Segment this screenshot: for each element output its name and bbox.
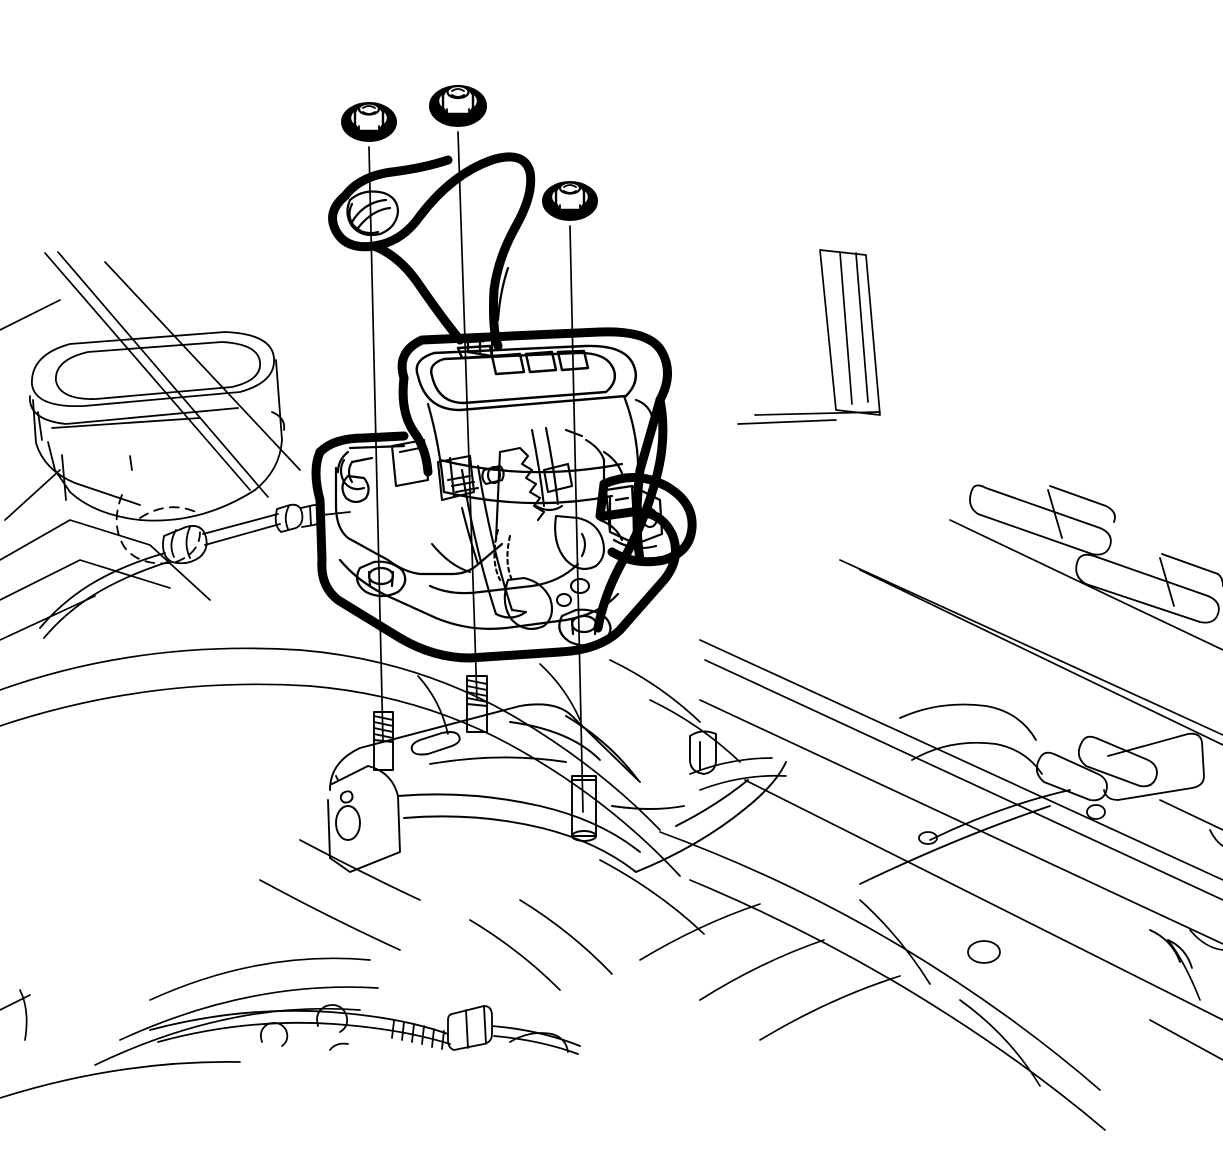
alignment-line-right	[569, 225, 584, 813]
stud-center	[466, 675, 488, 733]
shift-mechanism-detail	[339, 426, 626, 630]
nut-right	[542, 181, 598, 221]
nut-left	[341, 102, 397, 142]
shift-cable	[39, 503, 351, 639]
tunnel-detail	[259, 659, 1041, 1087]
stud-right	[571, 775, 597, 842]
center-console-bin	[29, 331, 286, 565]
stud-left	[373, 711, 394, 771]
cable-bracket	[595, 472, 697, 567]
threaded-studs	[373, 675, 597, 842]
shift-control-base	[311, 431, 681, 663]
alignment-line-center	[457, 131, 478, 701]
wire-harness	[149, 1004, 581, 1055]
floor-pan	[0, 249, 1223, 1131]
seat-rails	[859, 484, 1223, 969]
nut-center	[429, 84, 487, 127]
